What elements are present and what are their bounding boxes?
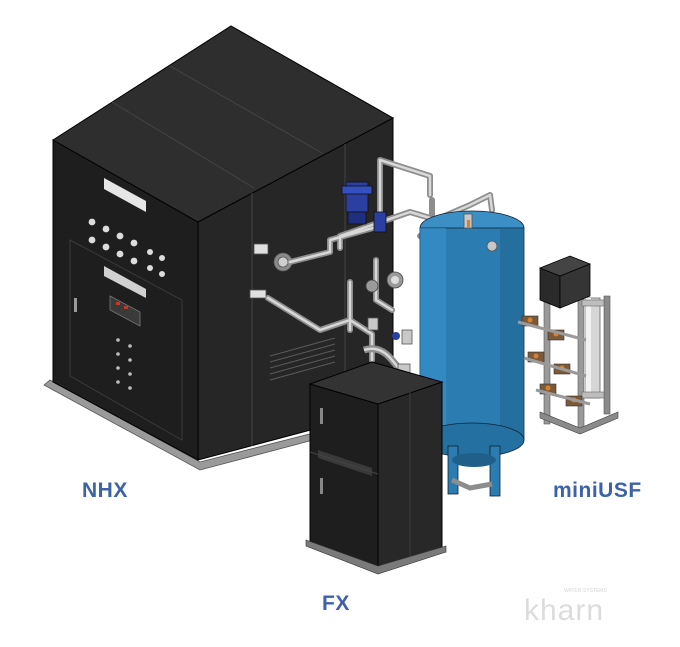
kharn-logo: WATER SYSTEMS kharn [524, 588, 666, 632]
mini-usf-label: miniUSF [553, 479, 642, 502]
logo-wordmark: kharn [524, 594, 605, 627]
mini-usf-skid [517, 255, 619, 435]
fx-label: FX [322, 592, 350, 615]
logo-tagline: WATER SYSTEMS [564, 588, 607, 594]
fx-cabinet [305, 361, 447, 575]
valve-assembly [341, 181, 413, 381]
nhx-label: NHX [82, 479, 128, 502]
